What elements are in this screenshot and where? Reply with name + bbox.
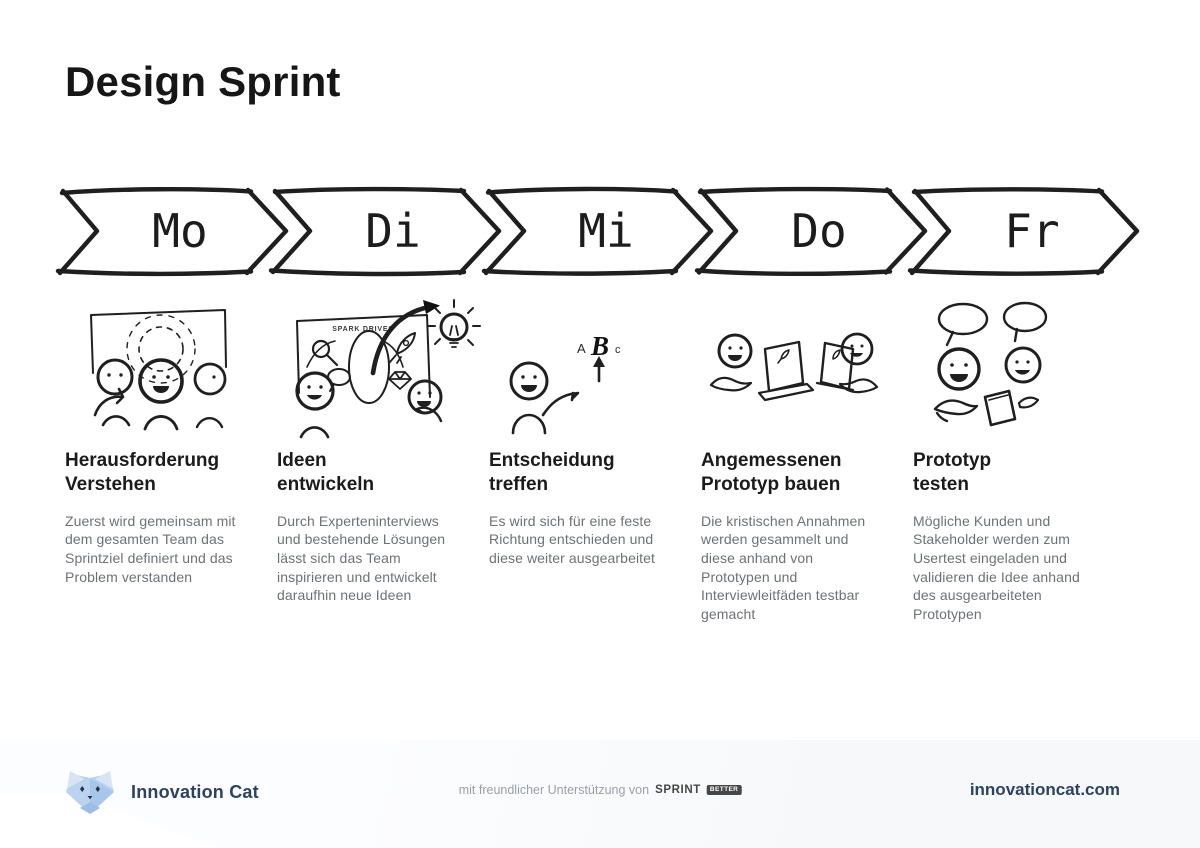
option-a-label: A — [577, 341, 586, 356]
timeline: Mo Di Mi — [48, 182, 1152, 282]
column-di: SPARK DRIVES — [277, 293, 481, 605]
column-description: Es wird sich für eine feste Richtung ent… — [489, 512, 656, 567]
column-description: Zuerst wird gemeinsam mit dem gesamten T… — [65, 512, 236, 585]
day-arrow-mo: Mo — [48, 182, 292, 282]
sponsor-badge: BETTER — [706, 785, 742, 795]
page-title: Design Sprint — [65, 58, 341, 105]
support-text: mit freundlicher Unterstützung von — [458, 783, 650, 797]
illustration-idea-whiteboard: SPARK DRIVES — [277, 293, 481, 439]
arrow-banner-icon: Mi — [481, 186, 714, 276]
day-label: Di — [365, 204, 420, 258]
arrow-banner-icon: Fr — [907, 187, 1140, 276]
illustration-prototype-laptops — [701, 293, 883, 439]
column-mo: Herausforderung Verstehen Zuerst wird ge… — [65, 293, 247, 586]
option-c-label: c — [615, 344, 621, 356]
column-heading: Prototyp testen — [913, 450, 992, 495]
column-heading: Ideen entwickeln — [277, 450, 375, 495]
footer-brand: Innovation Cat — [64, 768, 259, 816]
column-heading: Angemessenen Prototyp bauen — [701, 450, 842, 495]
footer: Innovation Cat mit freundlicher Unterstü… — [0, 740, 1200, 848]
brand-name: Innovation Cat — [131, 781, 259, 802]
footer-website: innovationcat.com — [969, 780, 1120, 799]
day-arrow-do: Do — [687, 182, 931, 282]
option-b-label: B — [590, 331, 609, 361]
illustration-usertest-feedback — [913, 293, 1095, 439]
illustration-team-understanding — [65, 293, 247, 439]
day-arrow-mi: Mi — [474, 182, 718, 282]
column-description: Mögliche Kunden und Stakeholder werden z… — [913, 512, 1080, 622]
arrow-banner-icon: Mo — [55, 187, 289, 277]
sponsor-name: SPRINT — [655, 784, 701, 796]
column-heading: Entscheidung treffen — [489, 450, 615, 495]
day-arrow-di: Di — [261, 182, 505, 282]
column-description: Durch Experteninterviews und bestehende … — [277, 512, 446, 604]
illustration-decision-abc: A B c — [489, 293, 671, 439]
column-description: Die kristischen Annahmen werden gesammel… — [701, 512, 866, 622]
day-arrow-fr: Fr — [900, 182, 1144, 282]
arrow-banner-icon: Di — [268, 186, 502, 277]
day-label: Do — [791, 204, 846, 258]
whiteboard-title: SPARK DRIVES — [332, 326, 394, 333]
footer-support: mit freundlicher Unterstützung von SPRIN… — [459, 783, 742, 797]
day-label: Mi — [578, 204, 633, 258]
column-fr: Prototyp testen Mögliche Kunden und Stak… — [913, 293, 1095, 624]
cat-logo-icon — [66, 771, 114, 814]
day-label: Fr — [1004, 204, 1059, 258]
arrow-banner-icon: Do — [694, 186, 928, 277]
column-heading: Herausforderung Verstehen — [65, 450, 220, 495]
column-mi: A B c Entscheidung treffen Es wird sich … — [489, 293, 671, 568]
column-do: Angemessenen Prototyp bauen Die kristisc… — [701, 293, 883, 624]
day-label: Mo — [152, 204, 207, 258]
